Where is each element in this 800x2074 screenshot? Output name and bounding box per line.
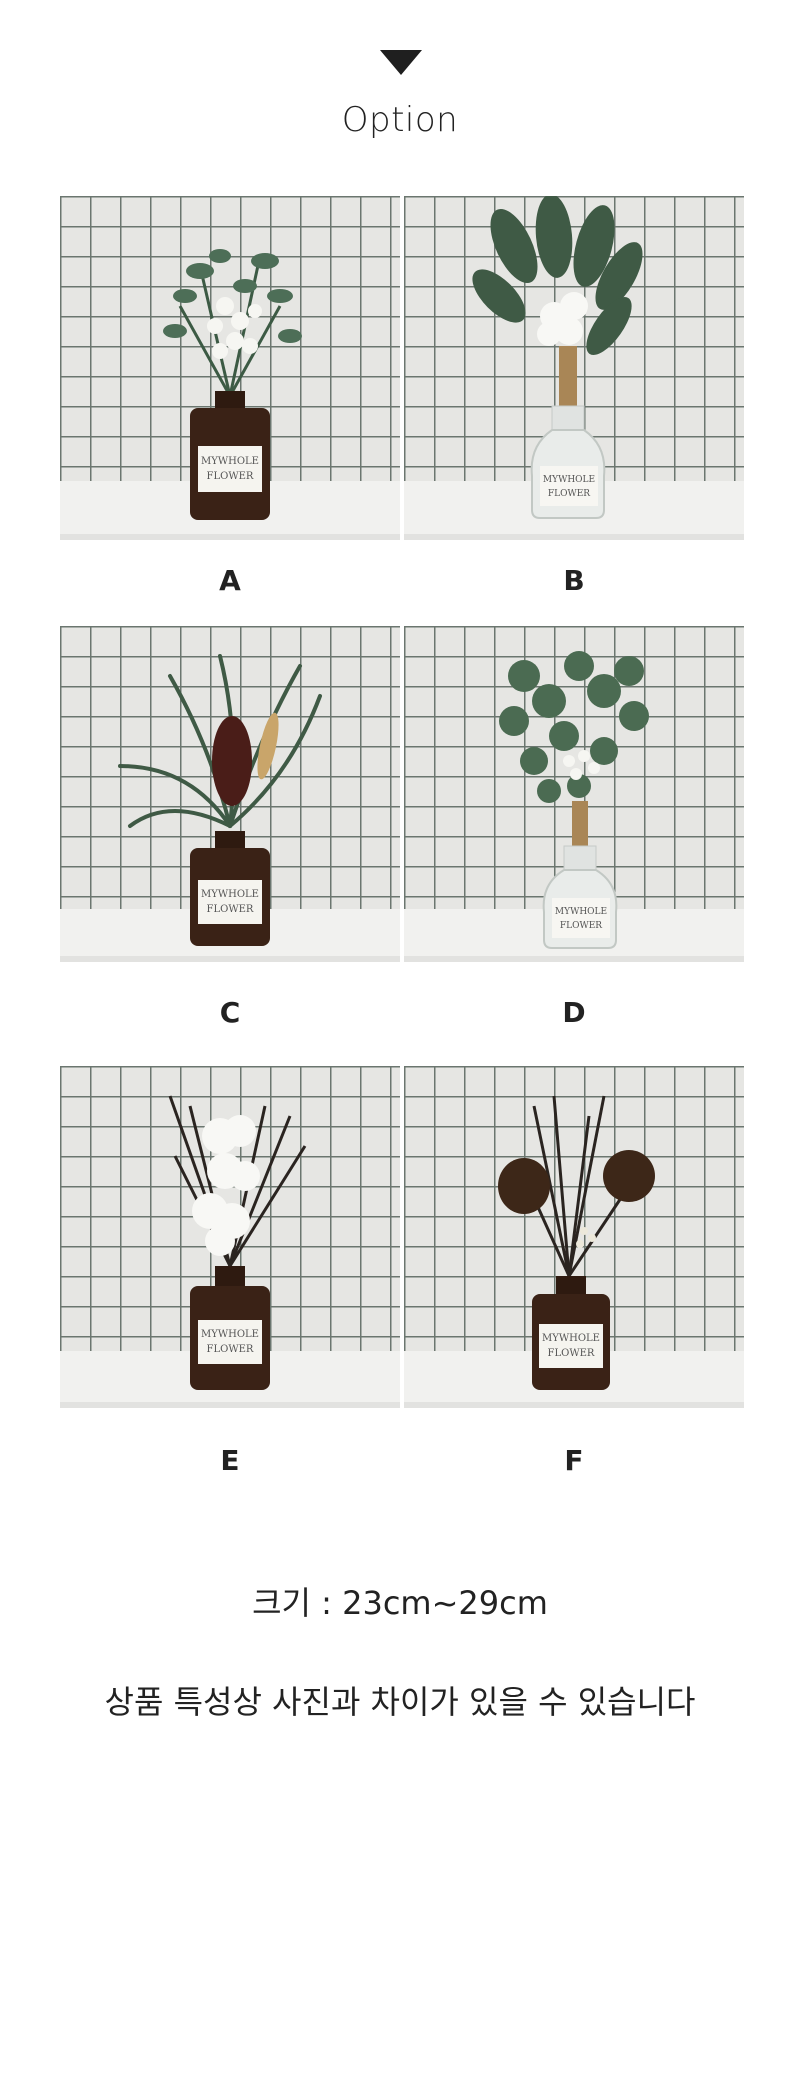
disclaimer-text: 상품 특성상 사진과 차이가 있을 수 있습니다 [104,1683,696,1721]
option-label-a: A [219,564,241,597]
svg-text:MYWHOLE: MYWHOLE [201,1329,259,1340]
svg-text:MYWHOLE: MYWHOLE [201,456,259,467]
svg-text:FLOWER: FLOWER [207,471,254,482]
svg-text:FLOWER: FLOWER [560,921,602,931]
size-info: 크기 : 23cm~29cm [252,1584,548,1622]
option-label-d: D [562,996,586,1029]
option-label-f: F [564,1444,584,1477]
option-image-c[interactable]: MYWHOLE FLOWER [60,626,400,962]
option-image-d[interactable]: MYWHOLE FLOWER [404,626,744,962]
down-arrow-icon [380,50,422,75]
svg-text:MYWHOLE: MYWHOLE [555,907,607,917]
option-image-f[interactable]: MYWHOLE FLOWER [404,1066,744,1408]
svg-text:FLOWER: FLOWER [548,489,590,499]
svg-text:MYWHOLE: MYWHOLE [542,1333,600,1344]
option-image-e[interactable]: MYWHOLE FLOWER [60,1066,400,1408]
svg-text:MYWHOLE: MYWHOLE [543,475,595,485]
section-title: Option [341,100,459,140]
option-label-b: B [563,564,585,597]
option-label-c: C [219,996,241,1029]
svg-text:MYWHOLE: MYWHOLE [201,889,259,900]
svg-text:FLOWER: FLOWER [207,1344,254,1355]
svg-text:FLOWER: FLOWER [548,1348,595,1359]
option-image-a[interactable]: MYWHOLE FLOWER [60,196,400,540]
red-leaf [212,716,252,806]
option-label-e: E [220,1444,240,1477]
option-image-b[interactable]: MYWHOLE FLOWER [404,196,744,540]
svg-text:FLOWER: FLOWER [207,904,254,915]
